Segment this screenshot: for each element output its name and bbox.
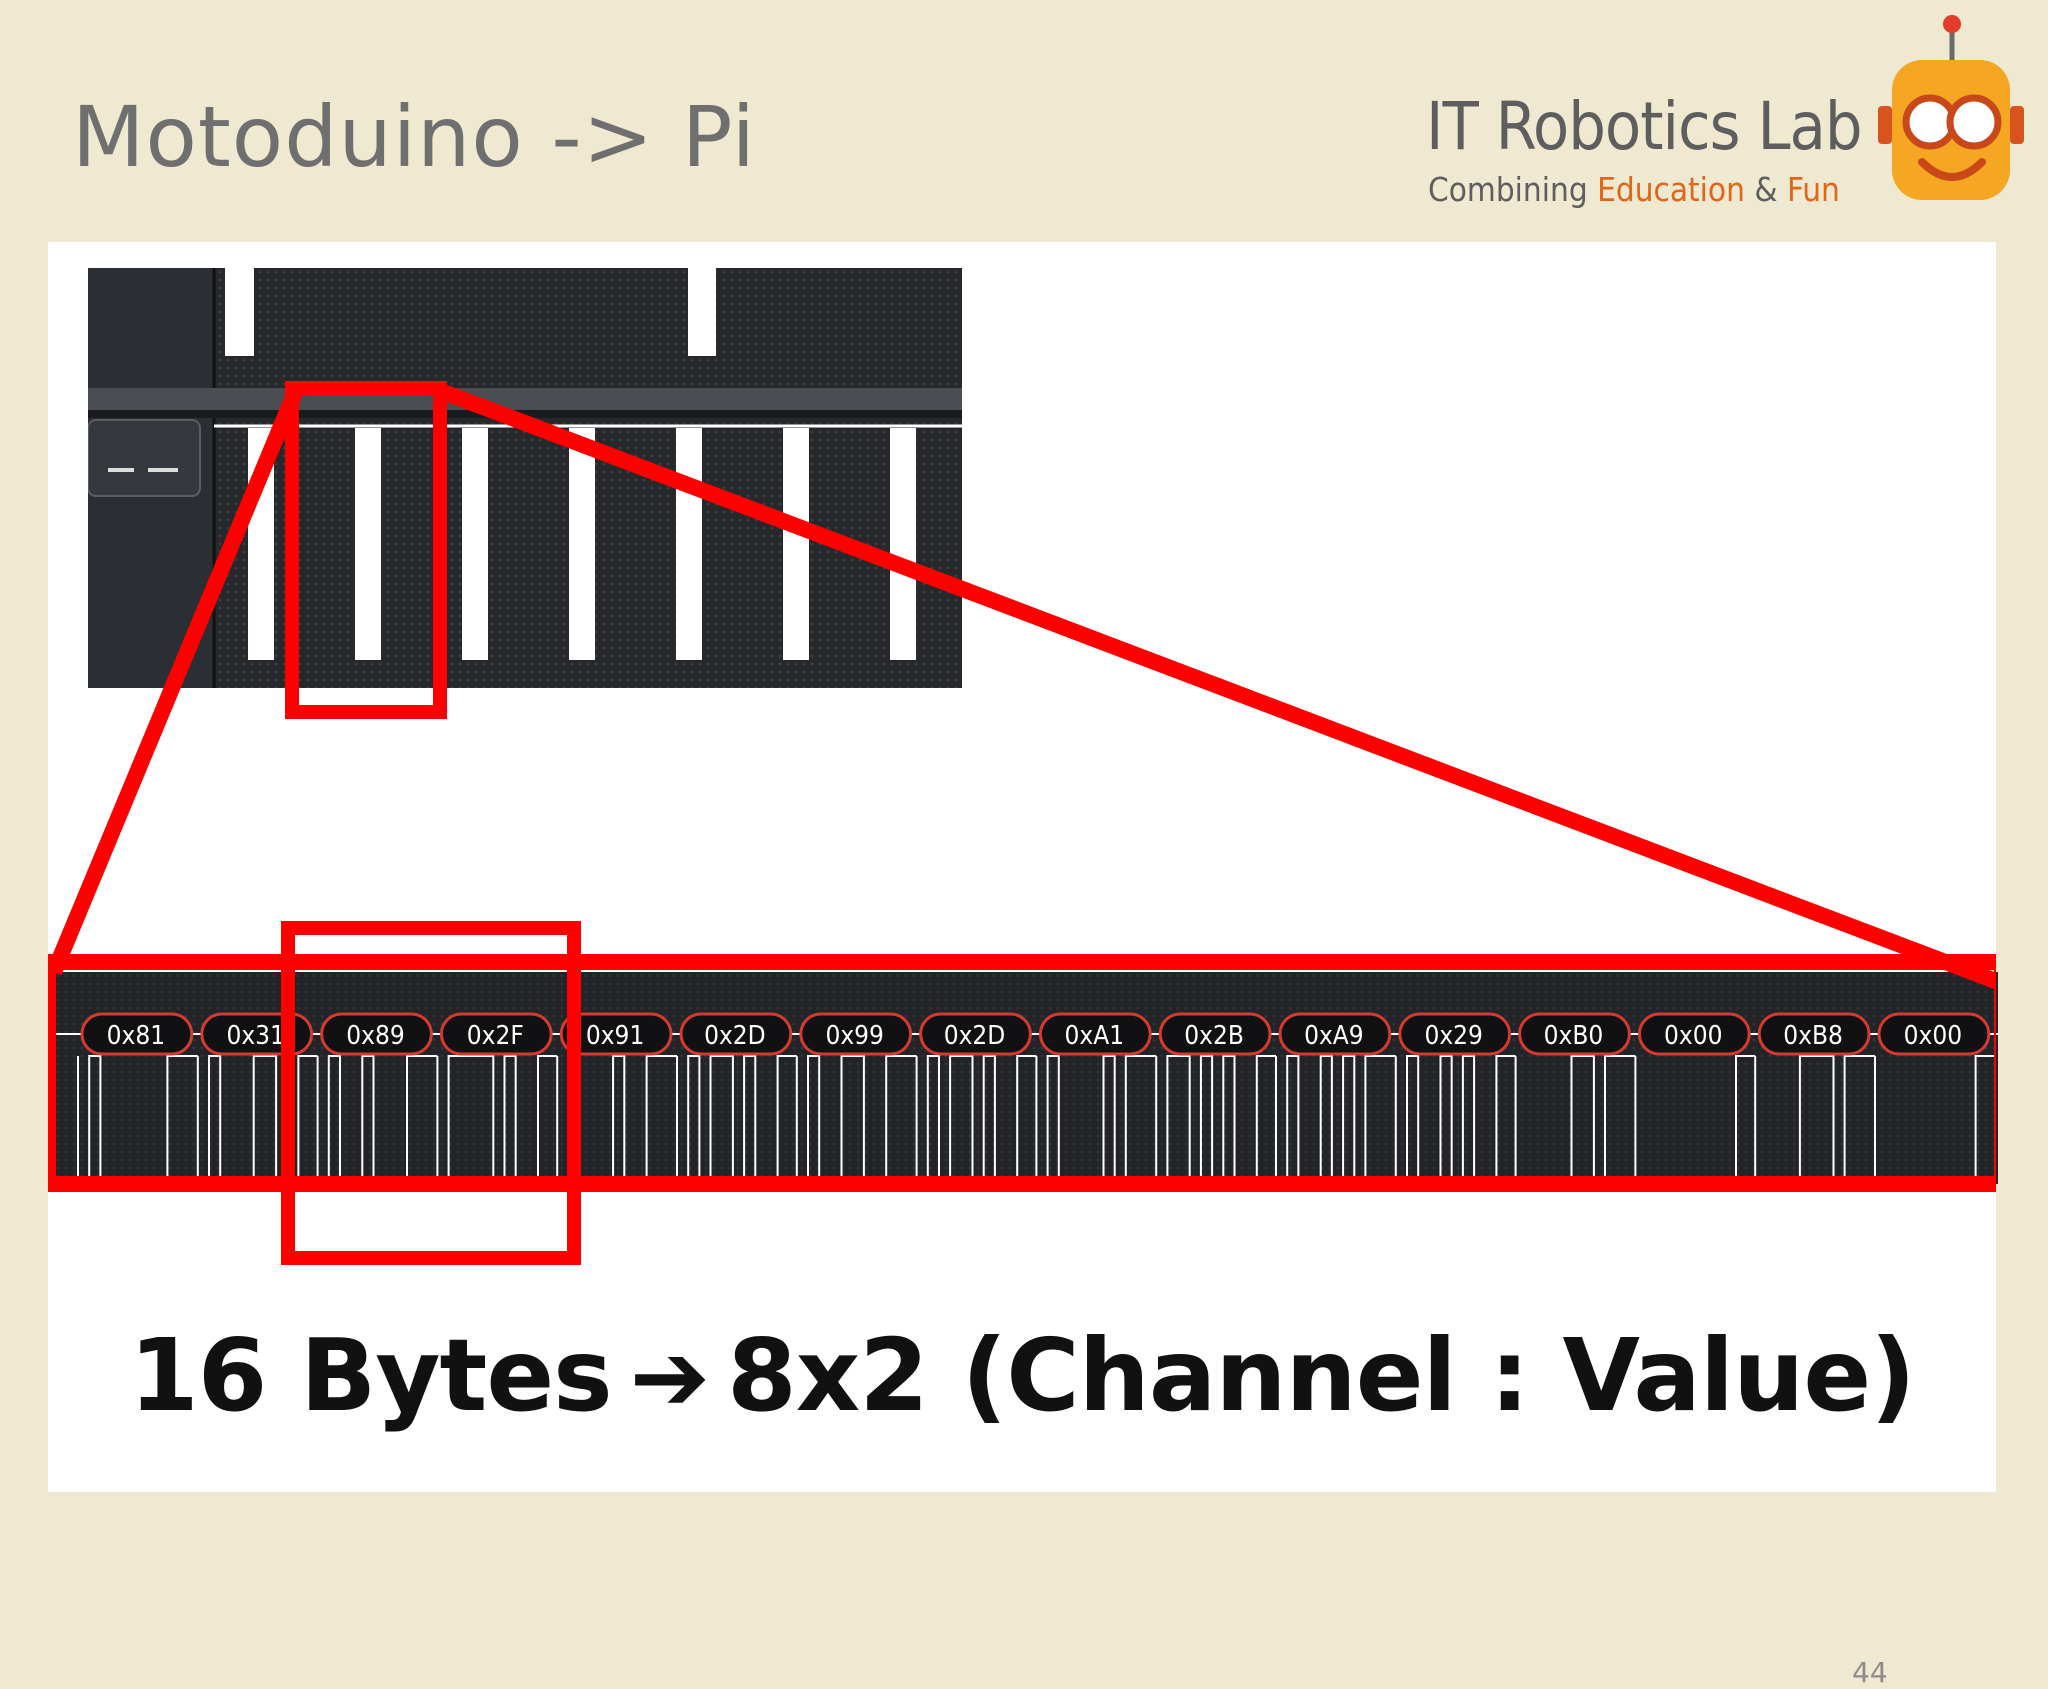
byte-label: 0x81 — [107, 1021, 165, 1051]
overview-highlight-box — [285, 381, 447, 719]
byte-label: 0x2D — [944, 1021, 1006, 1051]
zoomed-highlight-frame — [48, 954, 1996, 1192]
byte-label-pill — [1637, 1012, 1751, 1056]
logo-name: IT Robotics Lab — [1426, 88, 1863, 165]
byte-label-pill — [320, 1012, 433, 1056]
slide-number: 44 — [1852, 1656, 1888, 1689]
byte-label: 0x31 — [226, 1021, 284, 1051]
slide-title: Motoduino -> Pi — [72, 88, 756, 186]
right-arrow-icon: ➔ — [629, 1321, 710, 1433]
byte-label-pill — [919, 1012, 1032, 1056]
byte-label: 0xB8 — [1783, 1021, 1843, 1051]
byte-label: 0x29 — [1424, 1021, 1482, 1051]
zoom-highlight-overlay — [48, 381, 1996, 1265]
byte-label: 0xB0 — [1544, 1021, 1604, 1051]
zoom-guide-left — [48, 386, 304, 976]
byte-label-pill — [1398, 1012, 1512, 1056]
byte-label-pill — [1877, 1012, 1991, 1056]
byte-pair-highlight-box — [281, 921, 581, 1265]
byte-label-pill — [439, 1012, 553, 1056]
byte-label: 0xA9 — [1304, 1021, 1364, 1051]
byte-label-pill — [1518, 1012, 1631, 1056]
logo: IT Robotics Lab Combining Education & Fu… — [1420, 10, 2040, 210]
byte-label-pill — [1038, 1012, 1152, 1056]
analyzer-zoomed-capture: 0x81 0x31 0x89 0x2F 0x91 0x2D 0x99 0x2D 0xA1 0x2B… — [54, 972, 1998, 1184]
byte-label-pill — [799, 1012, 913, 1056]
byte-label-pill — [1757, 1012, 1871, 1056]
byte-label: 0x91 — [586, 1021, 644, 1051]
robot-mascot-icon — [1878, 15, 2024, 200]
byte-label-pill — [559, 1012, 673, 1056]
zoom-guide-right — [435, 382, 1996, 990]
byte-label: 0x2D — [704, 1021, 766, 1051]
byte-label: 0xA1 — [1065, 1021, 1125, 1051]
byte-label-pill — [1158, 1012, 1272, 1056]
byte-label-pill — [80, 1012, 194, 1056]
logo-tagline: Combining Education & Fun — [1428, 170, 1840, 209]
caption: 16 Bytes➔8x2 (Channel : Value) — [48, 1317, 1996, 1434]
zoomed-waveform: 0x81 0x31 0x89 0x2F 0x91 0x2D 0x99 0x2D 0xA1 0x2B… — [54, 1012, 1998, 1183]
caption-right: 8x2 (Channel : Value) — [727, 1317, 1916, 1434]
logo-tagline-accent: Education — [1597, 170, 1745, 209]
caption-left: 16 Bytes — [129, 1317, 613, 1434]
byte-label: 0x00 — [1664, 1021, 1722, 1051]
byte-label-pill — [679, 1012, 793, 1056]
logo-tagline-part: Combining — [1428, 170, 1588, 209]
logo-tagline-part: & — [1754, 170, 1778, 209]
overview-waveform — [88, 268, 962, 688]
byte-label-pill — [1278, 1012, 1392, 1056]
byte-label: 0x89 — [346, 1021, 404, 1051]
byte-label: 0x2F — [467, 1021, 524, 1051]
byte-label: 0x99 — [825, 1021, 883, 1051]
byte-label: 0x00 — [1904, 1021, 1962, 1051]
byte-label: 0x2B — [1184, 1021, 1244, 1051]
analyzer-overview-capture — [88, 268, 962, 688]
slide-content: 0x81 0x31 0x89 0x2F 0x91 0x2D 0x99 0x2D 0xA1 0x2B… — [48, 242, 1998, 1689]
logo-tagline-accent: Fun — [1786, 170, 1840, 209]
